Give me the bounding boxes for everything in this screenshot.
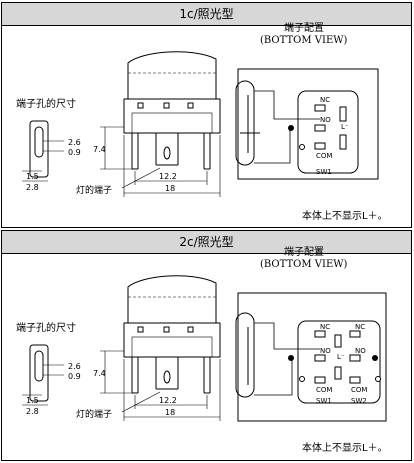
- hole-size-label: 端子孔的尺寸: [16, 321, 76, 334]
- section-2-title: 2c/照光型: [2, 231, 411, 254]
- dim-12-2: 12.2: [159, 172, 177, 181]
- pin-no-2: NO: [355, 347, 366, 355]
- hole-detail: [22, 344, 64, 406]
- lamp-terminal-label: 灯的端子: [76, 184, 112, 196]
- pin-com: COM: [316, 152, 332, 160]
- dim-7-4: 7.4: [93, 369, 106, 378]
- section-1: 1c/照光型 端子孔的尺寸 2.6 0.9 1.5 2.8: [1, 2, 412, 228]
- dim-18: 18: [165, 184, 175, 193]
- dim-12-2: 12.2: [159, 396, 177, 405]
- dim-2-6: 2.6: [68, 362, 81, 371]
- section-1-title: 1c/照光型: [2, 3, 411, 26]
- switch-body: [100, 275, 221, 421]
- lamp-mark-minus: L⁻: [337, 353, 345, 361]
- section-2-drawing: 端子孔的尺寸 2.6 0.9 1.5 2.8: [16, 245, 388, 454]
- switch-body: [100, 51, 221, 197]
- terminal-layout-subtitle: (BOTTOM VIEW): [260, 259, 348, 270]
- pin-nc: NC: [320, 323, 330, 331]
- dim-7-4: 7.4: [93, 145, 106, 154]
- pin-nc: NC: [320, 96, 330, 104]
- lamp-terminal-label: 灯的端子: [76, 408, 112, 420]
- pin-no: NO: [320, 116, 331, 124]
- dim-2-8: 2.8: [26, 183, 39, 192]
- dim-18: 18: [165, 408, 175, 417]
- switch-label-1: SW1: [316, 168, 332, 176]
- pin-nc-2: NC: [355, 323, 365, 331]
- footnote: 本体上不显示L＋。: [302, 209, 388, 222]
- switch-label-2: SW2: [351, 397, 367, 405]
- terminal-layout-subtitle: (BOTTOM VIEW): [260, 35, 348, 46]
- dim-1-5: 1.5: [26, 396, 39, 405]
- terminal-layout-title: 端子配置: [284, 21, 324, 34]
- section-1-drawing: 端子孔的尺寸 2.6 0.9 1.5 2.8: [16, 21, 388, 222]
- terminal-layout-diagram: [235, 68, 379, 180]
- dim-0-9: 0.9: [68, 148, 81, 157]
- led-icon: [288, 125, 305, 150]
- pin-com: COM: [316, 386, 332, 394]
- switch-label-1: SW1: [316, 397, 332, 405]
- terminal-layout-diagram: [235, 292, 387, 422]
- dim-2-6: 2.6: [68, 138, 81, 147]
- hole-detail: [22, 120, 64, 182]
- pin-no: NO: [320, 347, 331, 355]
- section-2: 2c/照光型 端子孔的尺寸 2.6 0.9 1.5 2.8: [1, 230, 412, 461]
- lamp-mark-minus: L⁻: [341, 123, 349, 131]
- pin-com-2: COM: [351, 386, 367, 394]
- led-icon: [288, 355, 381, 382]
- hole-size-label: 端子孔的尺寸: [16, 97, 76, 110]
- terminal-layout-title: 端子配置: [284, 245, 324, 258]
- dim-0-9: 0.9: [68, 372, 81, 381]
- dim-2-8: 2.8: [26, 407, 39, 416]
- footnote: 本体上不显示L＋。: [302, 441, 388, 454]
- dim-1-5: 1.5: [26, 172, 39, 181]
